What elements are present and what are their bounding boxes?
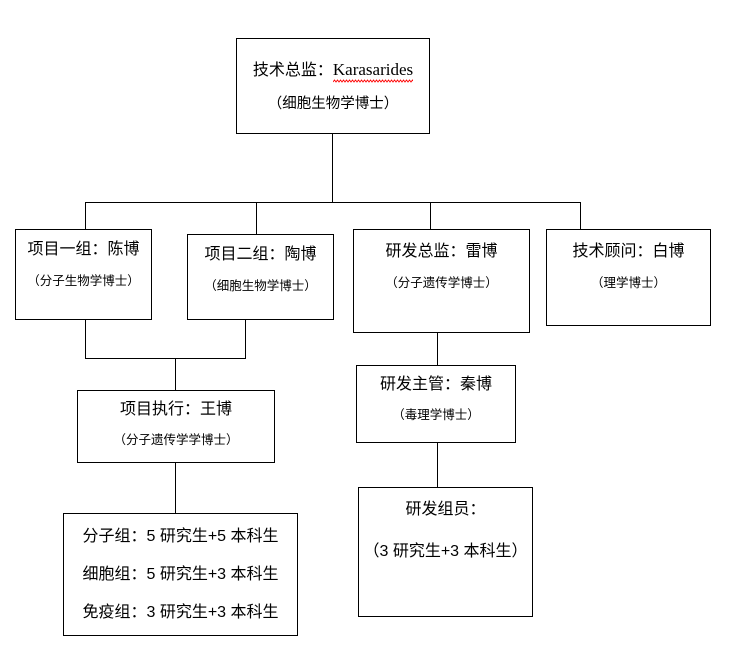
- node-rd-supervisor[interactable]: 研发主管：秦博 （毒理学博士）: [356, 365, 516, 443]
- connector-execution-to-teams: [175, 463, 176, 513]
- project-group-1-title: 项目一组：陈博: [27, 241, 140, 258]
- tech-advisor-subtitle: （理学博士）: [590, 276, 666, 290]
- connector-drop-rd-director: [430, 202, 431, 229]
- connector-group1-down: [85, 320, 86, 359]
- project-teams-line-immunology: 免疫组：3 研究生+3 本科生: [82, 603, 279, 621]
- project-execution-title: 项目执行：王博: [119, 401, 232, 418]
- rd-director-title: 研发总监：雷博: [385, 243, 498, 260]
- tech-director-name-wrap: Karasarides: [332, 59, 414, 83]
- project-execution-subtitle: （分子遗传学学博士）: [113, 433, 239, 447]
- connector-merge-to-execution: [175, 358, 176, 390]
- project-group-1-subtitle: （分子生物学博士）: [27, 274, 140, 288]
- node-project-group-1[interactable]: 项目一组：陈博 （分子生物学博士）: [15, 229, 152, 320]
- connector-drop-tech-advisor: [580, 202, 581, 229]
- connector-director-trunk: [332, 134, 333, 202]
- node-rd-team-members[interactable]: 研发组员： （3 研究生+3 本科生）: [358, 487, 533, 617]
- tech-director-name: Karasarides: [332, 59, 414, 79]
- node-rd-director[interactable]: 研发总监：雷博 （分子遗传学博士）: [353, 229, 530, 333]
- project-teams-line-cell: 细胞组：5 研究生+3 本科生: [82, 565, 279, 583]
- rd-supervisor-subtitle: （毒理学博士）: [392, 408, 480, 422]
- node-project-group-2[interactable]: 项目二组：陶博 （细胞生物学博士）: [187, 234, 334, 320]
- rd-supervisor-title: 研发主管：秦博: [379, 376, 492, 393]
- project-teams-line-molecular: 分子组：5 研究生+5 本科生: [82, 527, 279, 545]
- connector-drop-project-group-1: [85, 202, 86, 229]
- tech-director-title-prefix: 技术总监：: [252, 61, 333, 79]
- connector-row2-distributor: [85, 202, 581, 203]
- tech-advisor-title: 技术顾问：白博: [572, 243, 685, 260]
- connector-group2-down: [245, 320, 246, 359]
- node-tech-advisor[interactable]: 技术顾问：白博 （理学博士）: [546, 229, 711, 326]
- connector-rd-director-to-supervisor: [437, 333, 438, 365]
- project-group-2-subtitle: （细胞生物学博士）: [204, 279, 317, 293]
- tech-director-subtitle: （细胞生物学博士）: [267, 95, 399, 112]
- spellcheck-squiggle-icon: [332, 79, 414, 83]
- connector-merge-bar-execution: [85, 358, 246, 359]
- rd-team-members-subtitle: （3 研究生+3 本科生）: [363, 543, 528, 560]
- node-project-execution[interactable]: 项目执行：王博 （分子遗传学学博士）: [77, 390, 275, 463]
- connector-supervisor-to-members: [437, 443, 438, 487]
- node-tech-director[interactable]: 技术总监：Karasarides （细胞生物学博士）: [236, 38, 430, 134]
- rd-director-subtitle: （分子遗传学博士）: [385, 276, 498, 290]
- project-group-2-title: 项目二组：陶博: [204, 246, 317, 263]
- node-project-teams[interactable]: 分子组：5 研究生+5 本科生 细胞组：5 研究生+3 本科生 免疫组：3 研究…: [63, 513, 298, 636]
- rd-team-members-title: 研发组员：: [405, 501, 486, 518]
- tech-director-title: 技术总监：Karasarides: [252, 59, 414, 83]
- connector-drop-project-group-2: [256, 202, 257, 234]
